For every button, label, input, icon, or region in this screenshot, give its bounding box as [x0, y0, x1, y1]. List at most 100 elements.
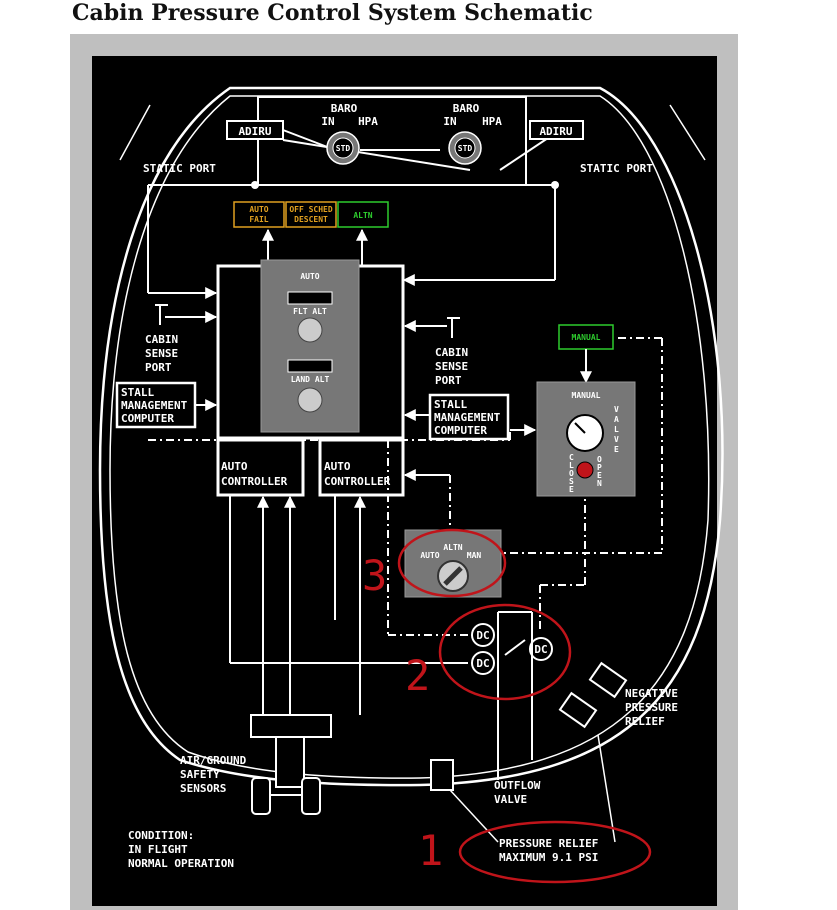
land-alt-knob-icon[interactable] — [297, 387, 323, 413]
valve-letter-3: L — [614, 425, 619, 434]
pressure-relief-leaders — [449, 734, 616, 843]
stall-mgmt-left-box — [115, 381, 197, 429]
valve-letter-1: V — [614, 405, 619, 414]
negative-relief-line1: NEGATIVE — [625, 687, 678, 700]
valve-letter-4: V — [614, 435, 619, 444]
pressure-relief-line1: PRESSURE RELIEF — [499, 837, 598, 850]
altn-annunciator — [337, 201, 389, 228]
open-letter-2: P — [597, 463, 602, 472]
mode-auto-label: AUTO — [420, 551, 439, 560]
baro-right-title: BARO — [453, 102, 480, 115]
mode-man-label: MAN — [467, 551, 482, 560]
annotation-number-3: 3 — [362, 551, 387, 600]
cabin-sense-right-line1: CABIN — [435, 346, 468, 359]
flt-alt-display — [287, 291, 333, 305]
air-ground-line2: SAFETY — [180, 768, 220, 781]
mode-selector: AUTO ALTN MAN — [404, 529, 502, 598]
pressure-controller-panel: AUTO FLT ALT LAND ALT — [260, 259, 360, 433]
negative-relief-valve-icon — [558, 661, 628, 729]
panel-auto-label: AUTO — [300, 272, 319, 281]
cabin-sense-left-line3: PORT — [145, 361, 172, 374]
open-letter-1: O — [597, 455, 602, 464]
stall-left-line3: COMPUTER — [121, 412, 174, 425]
valve-letter-2: A — [614, 415, 619, 424]
fuselage-outline — [98, 86, 724, 787]
baro-bus — [147, 96, 561, 299]
baro-left: BARO IN HPA STD — [321, 102, 378, 165]
adiru-right-box — [529, 120, 584, 140]
negative-relief-line2: PRESSURE — [625, 701, 678, 714]
mode-altn-label: ALTN — [443, 543, 462, 552]
pressure-relief-line2: MAXIMUM 9.1 PSI — [499, 851, 598, 864]
negative-relief-line3: RELIEF — [625, 715, 665, 728]
stall-left-line2: MANAGEMENT — [121, 399, 188, 412]
dashed-signal-lines — [148, 337, 663, 636]
manual-annunciator-label: MANUAL — [572, 333, 601, 342]
dc-motor-3-icon — [529, 637, 553, 661]
cabin-sense-right-line2: SENSE — [435, 360, 468, 373]
close-letter-4: S — [569, 477, 574, 486]
cabin-sense-left-line2: SENSE — [145, 347, 178, 360]
annotation-number-1: 1 — [418, 826, 443, 875]
cabin-sense-left-symbol-icon — [155, 304, 218, 325]
baro-right-in: IN — [443, 115, 456, 128]
flt-alt-label: FLT ALT — [293, 307, 327, 316]
stall-right-line1: STALL — [434, 398, 467, 411]
stall-right-line2: MANAGEMENT — [434, 411, 501, 424]
dc-2-label: DC — [476, 657, 489, 670]
auto-controller-right-line1: AUTO — [324, 460, 351, 473]
off-sched-line1: OFF SCHED — [289, 205, 333, 214]
outflow-valve-line2: VALVE — [494, 793, 527, 806]
dc-motor-1-icon — [471, 623, 495, 647]
annotation-number-2: 2 — [405, 651, 430, 700]
annotation-circle-2 — [438, 603, 572, 701]
condition-line2: IN FLIGHT — [128, 843, 188, 856]
manual-annunciator — [558, 324, 614, 350]
condition-line1: CONDITION: — [128, 829, 194, 842]
baro-left-std: STD — [336, 144, 351, 153]
condition-line3: NORMAL OPERATION — [128, 857, 234, 870]
static-port-right-label: STATIC PORT — [580, 162, 653, 175]
off-sched-line2: DESCENT — [294, 215, 328, 224]
adiru-left-label: ADIRU — [238, 125, 271, 138]
landing-gear-icon — [250, 714, 332, 815]
static-port-left-label: STATIC PORT — [143, 162, 216, 175]
auto-fail-annunciator — [233, 201, 285, 228]
manual-valve-panel: MANUAL V A L V E C L O S E O P E N — [536, 381, 636, 497]
page-title: Cabin Pressure Control System Schematic — [72, 0, 593, 26]
auto-controller-left-line1: AUTO — [221, 460, 248, 473]
valve-letter-5: E — [614, 445, 619, 454]
adiru-left-box — [226, 120, 284, 140]
air-ground-line1: AIR/GROUND — [180, 754, 247, 767]
pressure-relief-valve-icon — [430, 759, 454, 791]
air-ground-line3: SENSORS — [180, 782, 226, 795]
close-letter-1: C — [569, 453, 574, 462]
cabin-sense-right-symbol-icon — [403, 317, 460, 338]
altn-annunciator-label: ALTN — [353, 211, 372, 220]
close-letter-2: L — [569, 461, 574, 470]
outflow-valve-actuators: DC DC DC — [471, 611, 553, 780]
baro-left-hpa: HPA — [358, 115, 378, 128]
close-letter-3: O — [569, 469, 574, 478]
dc-motor-2-icon — [471, 651, 495, 675]
off-sched-annunciator — [285, 201, 337, 228]
auto-fail-line2: FAIL — [249, 215, 268, 224]
control-lines — [229, 424, 537, 715]
auto-fail-line1: AUTO — [249, 205, 268, 214]
flt-alt-knob-icon[interactable] — [297, 317, 323, 343]
baro-right-hpa: HPA — [482, 115, 502, 128]
manual-panel-title: MANUAL — [572, 391, 601, 400]
cabin-sense-left-line1: CABIN — [145, 333, 178, 346]
auto-controller-left-line2: CONTROLLER — [221, 475, 288, 488]
dc-1-label: DC — [476, 629, 489, 642]
adiru-right-label: ADIRU — [539, 125, 572, 138]
open-letter-4: N — [597, 479, 602, 488]
land-alt-display — [287, 359, 333, 373]
cabin-sense-right-line3: PORT — [435, 374, 462, 387]
hand-annotations: 3 2 1 — [362, 528, 652, 884]
annotation-circle-1 — [458, 820, 652, 884]
auto-controller-right-line2: CONTROLLER — [324, 475, 391, 488]
stall-left-line1: STALL — [121, 386, 154, 399]
manual-valve-switch-icon[interactable] — [576, 461, 594, 479]
baro-right: BARO IN HPA STD — [443, 102, 502, 165]
